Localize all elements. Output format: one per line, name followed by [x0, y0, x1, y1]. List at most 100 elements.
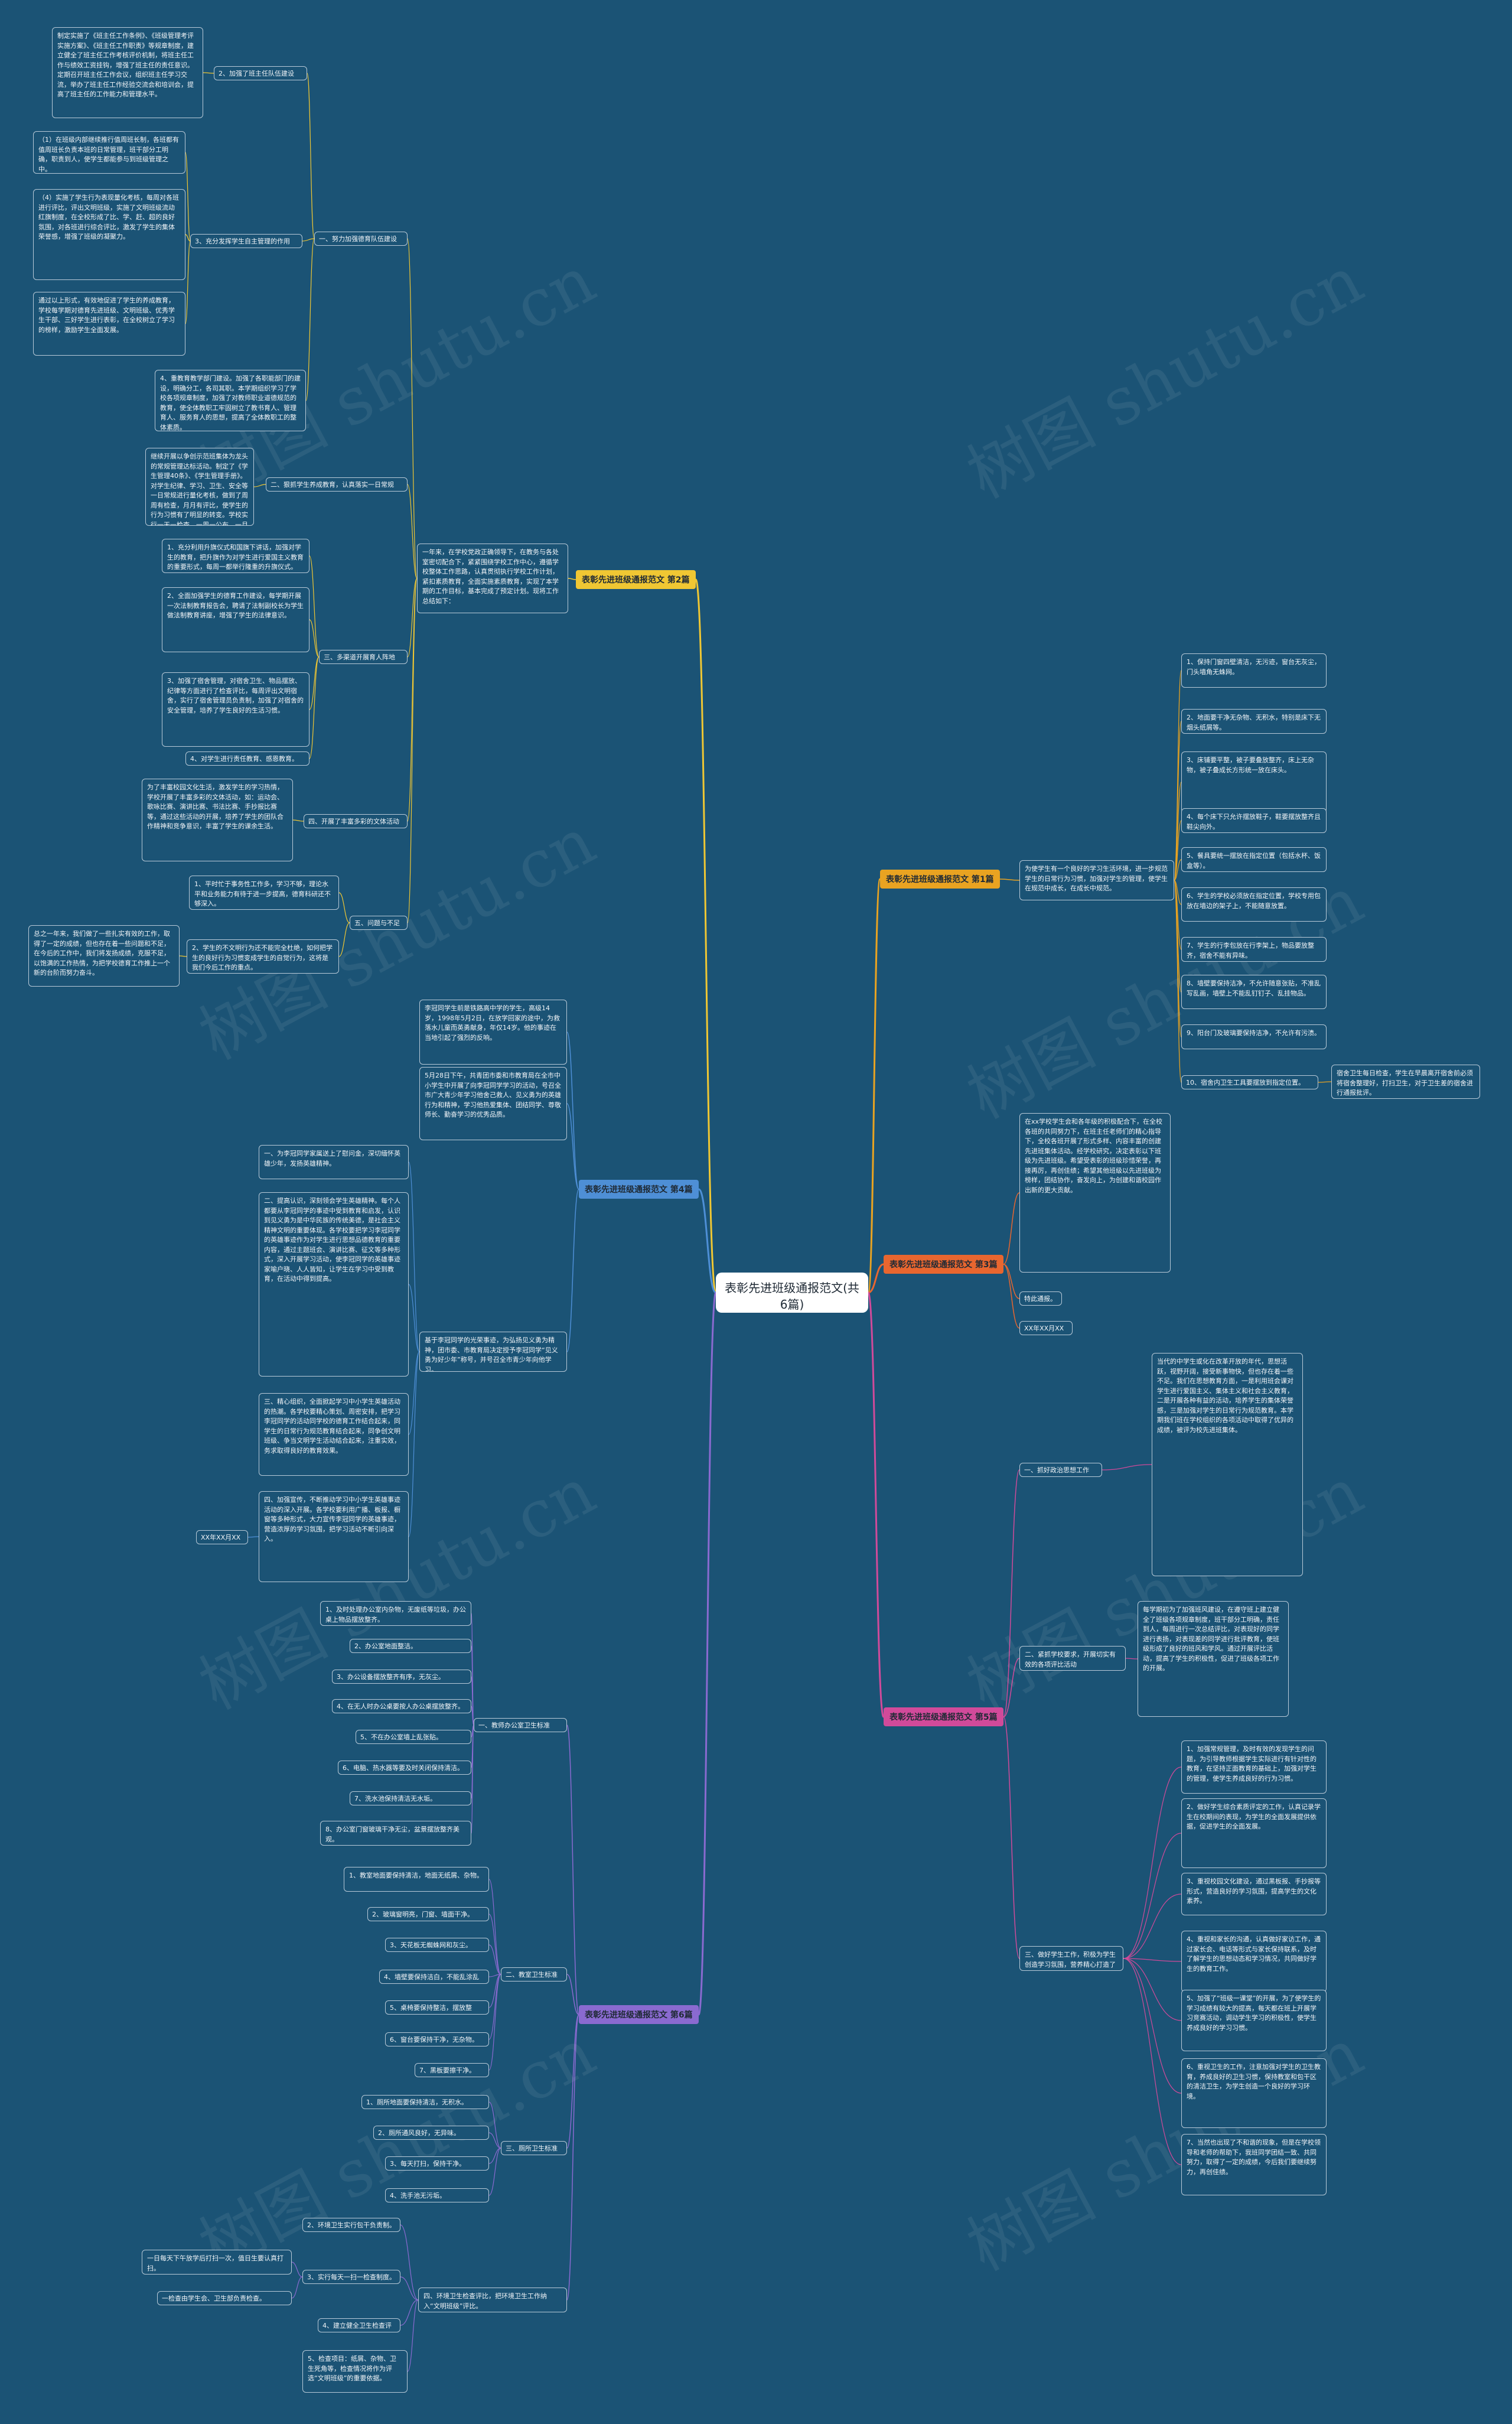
- b2-sub-2[interactable]: 二、狠抓学生养成教育，认真落实一日常规: [266, 477, 408, 492]
- connector: [566, 2014, 579, 2149]
- b6-item: 4、建立健全卫生检查评比制度。: [318, 2318, 400, 2332]
- b5-note: 4、重视和家长的沟通，认真做好家访工作，通过家长会、电话等形式与家长保持联系，及…: [1181, 1931, 1327, 1992]
- connector: [1174, 880, 1182, 1083]
- connector: [1123, 1893, 1182, 1959]
- b1-item: 5、餐具要统一摆放在指定位置（包括水杯、饭盒等）。: [1181, 847, 1327, 872]
- connector: [309, 656, 320, 759]
- b3-sign: 特此通报。: [1019, 1291, 1062, 1306]
- connector: [566, 1189, 579, 1352]
- b5-note: 1、加强常规管理，及时有效的发现学生的问题，为引导教师根据学生实际进行有针对性的…: [1181, 1740, 1327, 1794]
- connector: [1123, 1958, 1182, 1962]
- connector: [305, 238, 315, 401]
- b4-note: 5月28日下午，共青团市委和市教育局在全市中小学生中开展了向李冠同学学习的活动，…: [419, 1067, 567, 1140]
- edge-root-b2: [695, 578, 717, 1294]
- connector: [488, 1974, 501, 2008]
- b1-item: 2、地面要干净无杂物、无积水，特别是床下无烟头纸屑等。: [1181, 709, 1327, 734]
- b2-sub-1[interactable]: 一、努力加强德育队伍建设: [314, 232, 408, 246]
- b1-item: 8、墙壁要保持洁净，不允许随意张贴，不准乱写乱画，墙壁上不能乱钉钉子、乱挂物品。: [1181, 975, 1327, 1009]
- b6-item: 7、洗水池保持清洁无水垢。: [350, 1791, 471, 1805]
- connector: [488, 1974, 501, 1977]
- connector: [407, 578, 418, 658]
- b2-note: 3、加强了宿舍管理，对宿舍卫生、物品摆放、纪律等方面进行了检查评比，每周评出文明…: [162, 672, 309, 747]
- b5-note: 每学期初为了加强班风建设，在遵守班上建立健全了班级各项规章制度，班干部分工明确，…: [1138, 1601, 1289, 1717]
- b6-item: 3、每天打扫，保持干净。: [385, 2156, 489, 2171]
- connector: [999, 879, 1020, 881]
- connector: [408, 1284, 420, 1352]
- b6-sub-note: 一检查由学生会、卫生部负责检查。: [157, 2291, 292, 2305]
- b2-intro: 一年来，在学校党政正确领导下，在教务与各处室密切配合下，紧紧围绕学校工作中心，遵…: [417, 544, 568, 613]
- connector: [253, 484, 266, 487]
- b2-sub-1-child-1[interactable]: 2、加强了班主任队伍建设: [214, 66, 307, 80]
- connector: [185, 240, 191, 324]
- connector: [1003, 1264, 1020, 1299]
- connector: [185, 152, 191, 242]
- b6-item: 6、电脑、热水器等要及时关闭保持清洁。: [338, 1761, 471, 1775]
- connector: [302, 238, 315, 242]
- b5-note: 2、做好学生综合素质评定的工作，认真记录学生在校期间的表现，为学生的全面发展提供…: [1181, 1798, 1327, 1868]
- b6-item: 2、环境卫生实行包干负责制。: [302, 2218, 400, 2232]
- connector: [407, 578, 418, 923]
- connector: [471, 1725, 474, 1834]
- connector: [488, 2132, 501, 2149]
- branch-4[interactable]: 表彰先进班级通报范文 第4篇: [579, 1180, 699, 1199]
- b6-item: 1、厕所地面要保持清洁，无积水。: [361, 2095, 489, 2109]
- b5-note: 6、重视卫生的工作，注意加强对学生的卫生教育，养成良好的卫生习惯，保持教室和包干…: [1181, 2058, 1327, 2128]
- connector: [307, 73, 315, 239]
- connector: [1102, 1464, 1152, 1470]
- b2-note: 4、重教育教学部门建设。加强了各职能部门的建设，明确分工，各司其职。本学期组织学…: [155, 370, 306, 431]
- connector: [488, 2101, 501, 2149]
- b6-item: 5、桌椅要保持整洁，摆放整齐。: [385, 2000, 489, 2015]
- b6-sub-note: 一日每天下午放学后打扫一次，值日生要认真打扫。: [142, 2250, 292, 2275]
- branch-6[interactable]: 表彰先进班级通报范文 第6篇: [579, 2005, 699, 2024]
- connector: [1123, 1958, 1182, 2094]
- b5-sub-1[interactable]: 一、抓好政治思想工作: [1019, 1463, 1102, 1477]
- b6-sub-1[interactable]: 一、教师办公室卫生标准: [474, 1718, 567, 1732]
- b2-sub-4[interactable]: 四、开展了丰富多彩的文体活动: [304, 814, 408, 828]
- b6-sub-4[interactable]: 四、环境卫生检查评比，把环境卫生工作纳入“文明班级”评比。: [418, 2288, 567, 2312]
- b5-sub-2[interactable]: 二、紧抓学校要求，开展切实有效的各项评比活动: [1019, 1646, 1126, 1671]
- b5-sub-3[interactable]: 三、做好学生工作，积极为学生创造学习氛围，营养精心打造了以下工作: [1019, 1946, 1123, 1971]
- connector: [1003, 1469, 1020, 1717]
- connector: [291, 2276, 303, 2299]
- b2-note: 通过以上形式，有效地促进了学生的养成教育，学校每学期对德育先进班级、文明班级、优…: [33, 292, 185, 356]
- connector: [400, 2224, 419, 2301]
- b2-sub-5[interactable]: 五、问题与不足: [350, 916, 408, 930]
- b2-note: 继续开展以争创示范班集体为龙头的常规管理达标活动。制定了《学生管理40条》、《学…: [145, 448, 254, 526]
- b2-note: 1、充分利用升旗仪式和国旗下讲话，加强对学生的教育，把升旗作为对学生进行爱国主义…: [162, 539, 309, 573]
- root-topic[interactable]: 表彰先进班级通报范文(共6篇): [716, 1273, 868, 1313]
- connector: [309, 656, 320, 710]
- connector: [471, 1706, 474, 1726]
- connector: [488, 1974, 501, 2040]
- b6-item: 2、玻璃窗明亮，门窗、墙面干净。: [367, 1907, 489, 1921]
- connector: [1174, 721, 1182, 881]
- branch-2[interactable]: 表彰先进班级通报范文 第2篇: [576, 570, 696, 589]
- b6-item: 5、检查项目：纸屑、杂物、卫生死角等，检查情况将作为评选“文明班级”的重要依据。: [302, 2350, 408, 2393]
- b1-intro: 为使学生有一个良好的学习生活环境，进一步规范学生的日常行为习惯，加强对学生的管理…: [1019, 860, 1174, 900]
- b6-sub-2[interactable]: 二、教室卫生标准: [501, 1967, 567, 1982]
- b4-item: 四、加强宣传，不断推动学习中小学生英雄事迹活动的深入开展。各学校要利用广播、板报…: [259, 1491, 409, 1582]
- b2-sub-1-child-2[interactable]: 3、充分发挥学生自主管理的作用: [190, 234, 302, 248]
- b6-item: 3、办公设备摆放整齐有序，无灰尘。: [332, 1670, 471, 1684]
- b6-item: 7、黑板要擦干净。: [415, 2063, 489, 2077]
- connector: [488, 1879, 501, 1975]
- b6-item: 1、及时处理办公室内杂物，无废纸等垃圾，办公桌上物品摆放整齐。: [320, 1601, 471, 1626]
- branch-5[interactable]: 表彰先进班级通报范文 第5篇: [884, 1707, 1003, 1726]
- connector: [309, 619, 320, 658]
- connector: [568, 578, 576, 580]
- b5-note: 当代的中学生或化在改革开放的年代，思想活跃，视野开阔，接受新事物快，但也存在着一…: [1152, 1353, 1303, 1576]
- connector: [566, 1974, 579, 2015]
- connector: [1123, 1958, 1182, 2165]
- connector: [400, 2299, 419, 2326]
- branch-3[interactable]: 表彰先进班级通报范文 第3篇: [884, 1255, 1003, 1274]
- branch-1[interactable]: 表彰先进班级通报范文 第1篇: [880, 870, 1000, 889]
- connector: [1123, 1833, 1182, 1959]
- b5-note: 3、重视校园文化建设，通过黑板报、手抄报等形式，营造良好的学习氛围，提高学生的文…: [1181, 1873, 1327, 1915]
- connector: [488, 1914, 501, 1975]
- connector: [488, 1944, 501, 1975]
- b6-sub-3[interactable]: 三、厕所卫生标准: [501, 2141, 567, 2155]
- b3-date: XX年XX月XX日: [1019, 1321, 1073, 1335]
- connector: [292, 819, 304, 822]
- b2-sub-3[interactable]: 三、多渠道开展育人阵地: [319, 650, 408, 664]
- connector: [407, 2299, 419, 2372]
